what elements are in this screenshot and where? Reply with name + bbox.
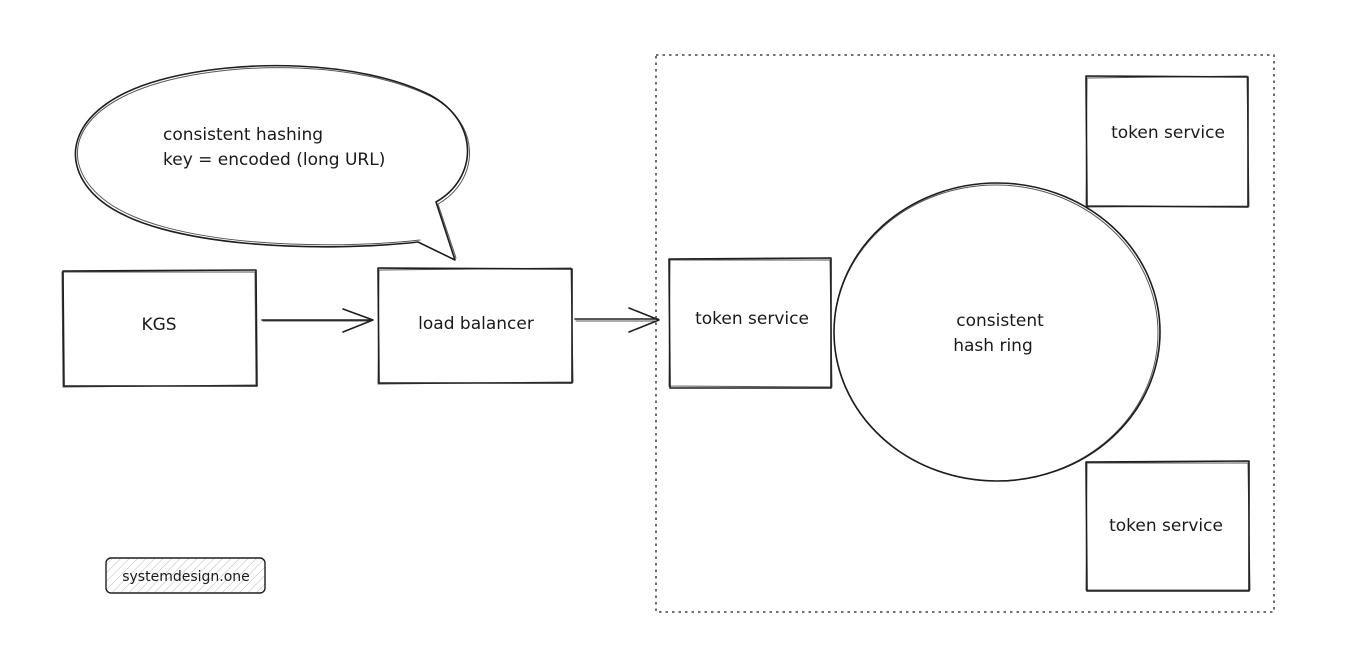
token-service-bottom-box: token service [1085,460,1251,592]
watermark-label: systemdesign.one [122,569,250,585]
watermark-badge: systemdesign.one [105,557,266,594]
hash-ring: consistent hash ring [833,182,1161,482]
kgs-box: KGS [61,269,258,388]
token-service-main-label: token service [695,309,809,329]
kgs-label: KGS [141,315,176,335]
token-service-main-box: token service [668,257,833,389]
load-balancer-label: load balancer [418,314,534,334]
load-balancer-box: load balancer [377,267,574,385]
token-service-bottom-label: token service [1109,516,1223,536]
token-service-top-box: token service [1085,75,1250,208]
service-cluster-boundary [655,54,1275,613]
hash-ring-line-2: hash ring [953,336,1033,356]
callout-bubble: consistent hashing key = encoded (long U… [74,64,470,261]
hash-ring-line-1: consistent [956,311,1044,331]
arrow-load-balancer-to-token-service [574,307,660,333]
callout-line-1: consistent hashing [163,125,323,145]
token-service-top-label: token service [1111,123,1225,143]
arrow-kgs-to-load-balancer [261,308,374,333]
callout-line-2: key = encoded (long URL) [163,150,385,170]
